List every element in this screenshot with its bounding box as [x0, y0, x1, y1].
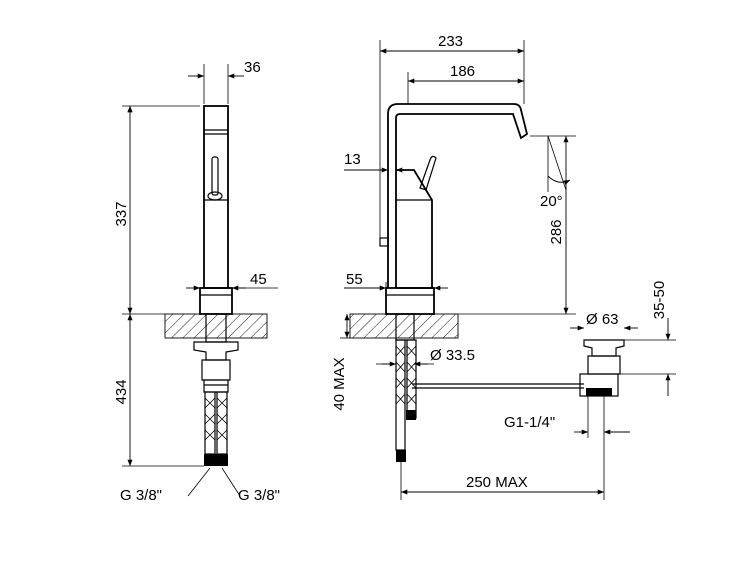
dim-height-lower: 434	[113, 379, 130, 404]
front-lever	[211, 156, 219, 196]
connector-label-left: G 3/8"	[120, 487, 162, 504]
dim-reach-spout: 186	[450, 63, 475, 80]
dim-reach-total: 233	[438, 33, 463, 50]
dim-height-upper: 337	[113, 201, 130, 226]
dim-width-top: 36	[244, 59, 261, 76]
side-countertop	[349, 313, 459, 339]
side-base	[385, 287, 435, 315]
front-braided-hoses	[204, 391, 228, 466]
dim-base-depth: 55	[346, 271, 363, 288]
side-view: 233 186 13 20° 286 55 40 MAX Ø 33.5	[331, 33, 676, 500]
front-mounting-nut	[193, 341, 239, 361]
dim-tilt-angle: 20°	[540, 193, 563, 210]
dim-waste-diameter: Ø 63	[586, 311, 619, 328]
dim-hole-diameter: Ø 33.5	[430, 347, 475, 364]
connector-label-right: G 3/8"	[238, 487, 280, 504]
pop-up-waste	[579, 339, 625, 397]
dim-lever-offset: 13	[344, 151, 361, 168]
dim-base-width: 45	[250, 271, 267, 288]
dim-waste-height: 35-50	[651, 281, 668, 319]
dim-deck-thickness: 40 MAX	[331, 357, 348, 410]
front-countertop	[164, 313, 268, 339]
dim-spout-height: 286	[548, 219, 565, 244]
side-lever	[419, 155, 437, 191]
dim-rod-length: 250 MAX	[466, 474, 528, 491]
side-spout	[387, 103, 529, 288]
front-view: 36 337 45 434 G 3/8" G 3/8"	[113, 59, 280, 504]
front-base	[199, 287, 233, 315]
waste-thread-label: G1-1/4"	[504, 414, 555, 431]
side-hoses	[395, 339, 417, 462]
